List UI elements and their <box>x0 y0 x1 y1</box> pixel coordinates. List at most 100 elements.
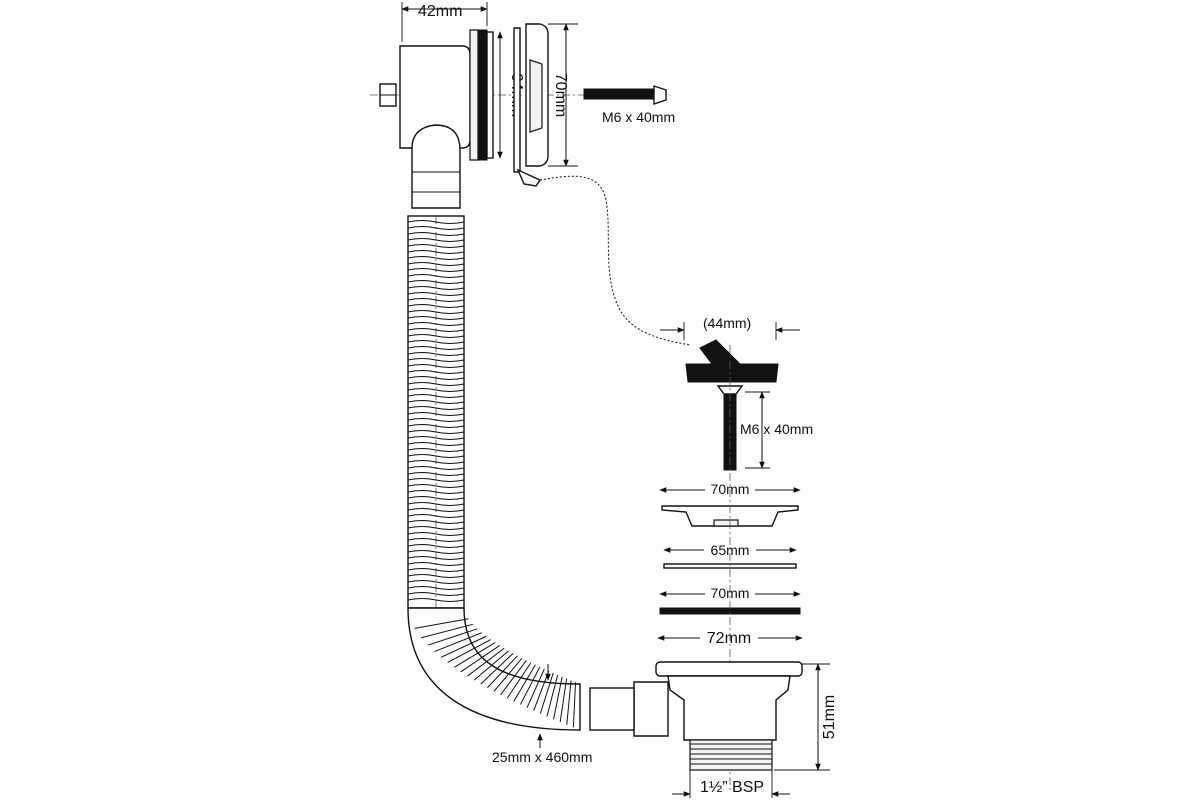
hose-rib <box>407 430 465 434</box>
hose-bend-rib <box>506 662 532 699</box>
hose-rib <box>407 322 465 326</box>
hose-rib <box>407 274 465 278</box>
hose-bend-rib <box>447 639 492 663</box>
overflow-screw-label: M6 x 40mm <box>602 109 675 125</box>
hose-bend-section <box>407 607 581 731</box>
hose-rib <box>407 304 465 308</box>
hose-rib <box>407 286 465 290</box>
hose-rib <box>407 250 465 254</box>
hose-bend-rib <box>559 678 568 723</box>
hose-rib <box>407 232 465 236</box>
hose-rib <box>407 370 465 374</box>
hose-rib <box>407 508 465 512</box>
hose-bend-rib <box>513 664 536 702</box>
hose-rib <box>407 460 465 464</box>
hose-bend-rib <box>520 666 541 705</box>
hose-bend-rib <box>434 632 483 653</box>
hose-bend-rib <box>572 682 577 728</box>
hose-rib <box>407 466 465 470</box>
hose-bend-rib <box>539 672 554 714</box>
thread-label: 1½” BSP <box>700 779 764 796</box>
plug-width-label: (44mm) <box>703 315 751 331</box>
thread-icon <box>690 743 772 765</box>
hose-rib <box>407 514 465 518</box>
hose-rib <box>407 502 465 506</box>
hose-bend-rib <box>414 618 469 629</box>
hose-bend-rib <box>487 655 518 689</box>
overflow-plate-height-label: 70mm <box>552 73 569 117</box>
hose-rib <box>407 496 465 500</box>
body-height-label: 51mm <box>821 695 838 739</box>
hose-rib <box>407 478 465 482</box>
hose-rib <box>407 316 465 320</box>
hose-rib <box>407 364 465 368</box>
hose-bend-rib <box>526 668 545 708</box>
dim-overflow-depth: 42mm <box>401 2 488 42</box>
waste-body: 72mm 51mm 1½” BSP <box>589 345 838 798</box>
hose-rib <box>407 418 465 422</box>
hose-rib <box>407 526 465 530</box>
hose-rib <box>407 226 465 230</box>
hose-rib <box>407 520 465 524</box>
hose-bend-rib <box>440 635 487 658</box>
hose-rib <box>407 448 465 452</box>
hose-rib <box>407 424 465 428</box>
hose-rib <box>407 334 465 338</box>
plug-screw: M6 x 40mm <box>716 385 813 471</box>
hose-rib <box>407 328 465 332</box>
hose-rib <box>407 556 465 560</box>
hose-bend-rib <box>480 652 514 685</box>
hose-rib <box>407 238 465 242</box>
hose-rib <box>407 568 465 572</box>
hose-bend-rib <box>467 647 505 677</box>
body-flange-width-label: 72mm <box>707 630 751 647</box>
hose-rib <box>407 586 465 590</box>
hose-rib <box>407 490 465 494</box>
grate: 70mm <box>659 479 801 527</box>
hose-rib <box>407 262 465 266</box>
hose-rib <box>407 412 465 416</box>
hose-rib <box>407 538 465 542</box>
hose-rib <box>407 484 465 488</box>
overflow-body <box>370 29 670 209</box>
hose-rib <box>407 442 465 446</box>
hose-rib <box>407 340 465 344</box>
flexible-hose: 25mm x 460mm <box>407 215 592 765</box>
hose-rib <box>407 406 465 410</box>
hose-rib <box>407 592 465 596</box>
hose-rib <box>407 574 465 578</box>
hose-rib <box>407 598 465 602</box>
hose-bend-rib <box>553 676 563 720</box>
hose-size-label: 25mm x 460mm <box>492 749 592 765</box>
hose-rib <box>407 454 465 458</box>
hose-rib <box>407 436 465 440</box>
overflow-elbow <box>411 124 461 209</box>
hose-bend-rib <box>460 645 500 673</box>
overflow-screw: M6 x 40mm <box>583 85 675 125</box>
hose-rib <box>407 256 465 260</box>
hose-rib <box>407 346 465 350</box>
hose-rib <box>407 394 465 398</box>
hose-ribs <box>407 220 465 602</box>
overflow-plate: 70mm <box>513 23 578 173</box>
hose-rib <box>407 562 465 566</box>
hose-bend-rib <box>454 642 496 668</box>
hose-rib <box>407 292 465 296</box>
hose-bend-rib <box>421 623 474 639</box>
hose-bend-rib <box>546 674 559 717</box>
plug-screw-label: M6 x 40mm <box>740 421 813 437</box>
hose-bend-rib <box>473 650 509 681</box>
hose-rib <box>407 382 465 386</box>
hose-rib <box>407 298 465 302</box>
hose-rib <box>407 580 465 584</box>
hose-rib <box>407 352 465 356</box>
hose-bend-rib <box>427 628 478 646</box>
plug-chain <box>516 168 691 346</box>
hose-rib <box>407 358 465 362</box>
hose-rib <box>407 244 465 248</box>
hose-rib <box>407 280 465 284</box>
hose-rib <box>407 388 465 392</box>
hose-rib <box>407 532 465 536</box>
hose-rib <box>407 220 465 224</box>
